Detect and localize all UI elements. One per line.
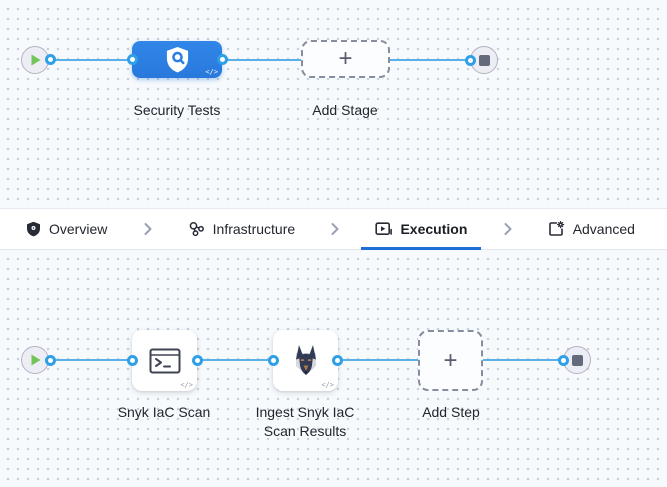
edge — [337, 359, 418, 361]
snyk-dog-icon — [290, 344, 322, 378]
stage-node-security-tests[interactable]: </> — [132, 41, 222, 78]
step-node-ingest-snyk-results[interactable]: </> — [273, 330, 338, 391]
stop-icon — [478, 54, 490, 66]
stage-label: Security Tests — [133, 102, 221, 118]
connector-port[interactable] — [216, 54, 228, 65]
connector-port[interactable] — [331, 354, 343, 366]
connector-port[interactable] — [557, 354, 569, 366]
tab-label: Infrastructure — [212, 221, 296, 237]
add-stage-label: Add Stage — [312, 102, 378, 118]
file-gear-icon — [548, 221, 565, 237]
molecule-icon — [188, 221, 205, 237]
chevron-right-icon — [143, 222, 153, 236]
add-stage-button[interactable]: + — [301, 40, 390, 78]
add-step-button[interactable]: + — [418, 330, 483, 391]
terminal-icon — [149, 348, 181, 374]
play-icon — [30, 354, 41, 366]
code-badge-icon: </> — [205, 68, 218, 76]
stop-icon — [571, 354, 583, 366]
step-node-snyk-iac-scan[interactable]: </> — [132, 330, 197, 391]
tab-label: Overview — [49, 221, 108, 237]
shield-icon — [26, 221, 41, 237]
shield-scan-icon — [165, 46, 190, 73]
connector-port[interactable] — [126, 354, 138, 366]
edge — [483, 359, 564, 361]
stage-config-tabbar: Overview Infrastructure — [0, 208, 667, 250]
edge — [197, 359, 273, 361]
chevron-right-icon — [503, 222, 513, 236]
active-tab-underline — [361, 247, 482, 250]
step-start-node[interactable] — [21, 346, 49, 374]
tab-label: Execution — [400, 221, 468, 237]
chevron-right-icon — [330, 222, 340, 236]
add-step-label: Add Step — [422, 404, 480, 420]
step-label: Snyk IaC Scan — [117, 404, 211, 420]
play-icon — [30, 54, 41, 66]
connector-port[interactable] — [267, 354, 279, 366]
edge — [49, 359, 132, 361]
plus-icon: + — [443, 346, 458, 374]
tab-infrastructure[interactable]: Infrastructure — [174, 209, 309, 249]
tab-overview[interactable]: Overview — [12, 209, 121, 249]
code-badge-icon: </> — [180, 381, 193, 389]
play-square-icon — [375, 221, 393, 237]
code-badge-icon: </> — [321, 381, 334, 389]
edge — [390, 58, 471, 61]
connector-port[interactable] — [44, 354, 56, 366]
tab-execution[interactable]: Execution — [361, 209, 482, 250]
edge — [222, 58, 302, 61]
connector-port[interactable] — [126, 54, 138, 65]
step-label: Ingest Snyk IaC Scan Results — [255, 404, 355, 439]
plus-icon: + — [338, 45, 353, 72]
connector-port[interactable] — [464, 54, 476, 66]
connector-port[interactable] — [191, 354, 203, 366]
tab-label: Advanced — [572, 221, 635, 237]
edge — [49, 58, 132, 61]
tab-advanced[interactable]: Advanced — [534, 209, 649, 249]
connector-port[interactable] — [44, 54, 56, 65]
